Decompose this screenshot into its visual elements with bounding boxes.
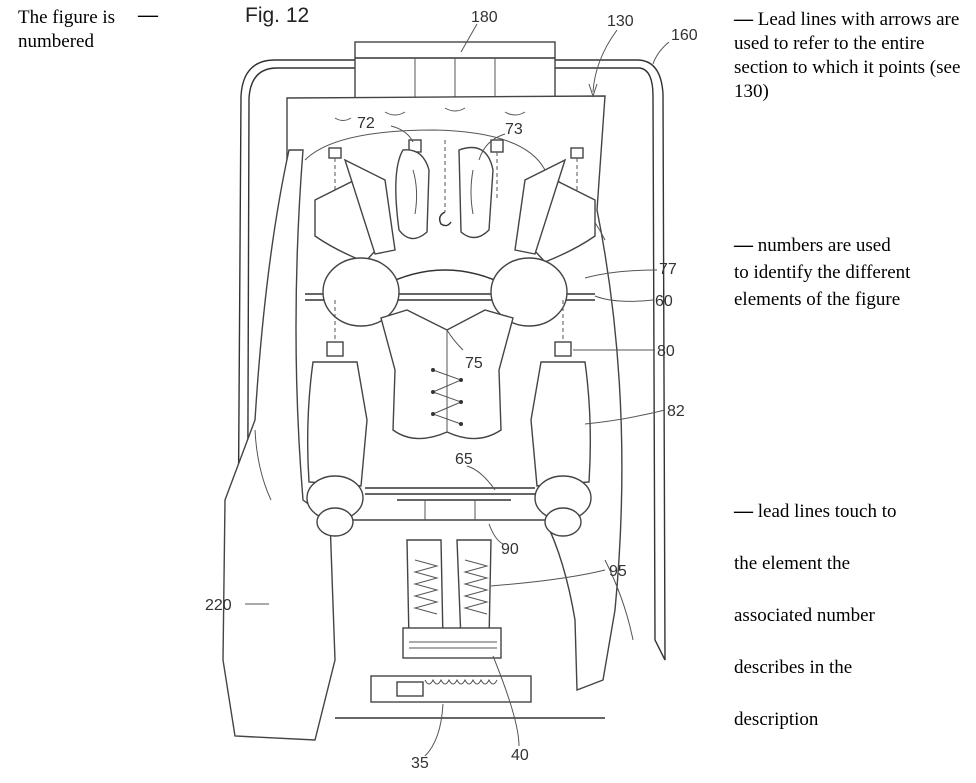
note-dash: — xyxy=(734,235,758,256)
gloves xyxy=(395,146,494,240)
note-dash: — xyxy=(734,501,758,522)
note-lead-lines-arrows: — Lead lines with arrows are used to ref… xyxy=(734,8,969,104)
label-75: 75 xyxy=(465,355,483,372)
note-lead-lines-arrows-text: Lead lines with arrows are used to refer… xyxy=(734,9,961,102)
leader-lines xyxy=(245,23,670,757)
note-touch-line-2: the element the xyxy=(734,553,851,574)
label-60: 60 xyxy=(655,293,673,310)
label-72: 72 xyxy=(357,115,375,132)
figure-title: Fig. 12 xyxy=(245,4,309,27)
sleeves xyxy=(306,300,592,537)
label-40: 40 xyxy=(511,747,529,764)
note-touch-line-1: lead lines touch to xyxy=(757,501,897,522)
note-lead-lines-touch: — lead lines touch to the element the as… xyxy=(734,500,964,760)
vest xyxy=(322,257,568,440)
note-numbers: — numbers are used to identify the diffe… xyxy=(734,232,964,313)
top-hanger-block xyxy=(354,41,556,101)
label-220: 220 xyxy=(205,597,232,614)
boots xyxy=(402,500,502,659)
label-160: 160 xyxy=(671,27,698,44)
note-numbers-rest: to identify the different elements of th… xyxy=(734,262,911,310)
label-130: 130 xyxy=(607,13,634,30)
label-35: 35 xyxy=(411,755,429,772)
jacket-upper xyxy=(314,158,596,263)
label-82: 82 xyxy=(667,403,685,420)
note-touch-line-4: describes in the xyxy=(734,657,853,678)
label-90: 90 xyxy=(501,541,519,558)
note-touch-line-3: associated number xyxy=(734,605,875,626)
label-65: 65 xyxy=(455,451,473,468)
note-dash: — xyxy=(734,9,758,30)
note-figure-numbered: The figure is numbered xyxy=(18,6,148,54)
label-180: 180 xyxy=(471,9,498,26)
note-figure-numbered-text: The figure is numbered xyxy=(18,7,116,52)
label-73: 73 xyxy=(505,121,523,138)
patent-figure: Fig. 12 xyxy=(205,4,698,772)
label-77: 77 xyxy=(659,261,677,278)
base-heater xyxy=(335,675,605,719)
label-95: 95 xyxy=(609,563,627,580)
note-dash: — xyxy=(138,4,158,26)
label-80: 80 xyxy=(657,343,675,360)
outer-frame xyxy=(236,59,666,724)
note-numbers-first: numbers are used xyxy=(757,235,891,256)
note-touch-line-5: description xyxy=(734,709,819,730)
lower-rod xyxy=(365,487,535,501)
